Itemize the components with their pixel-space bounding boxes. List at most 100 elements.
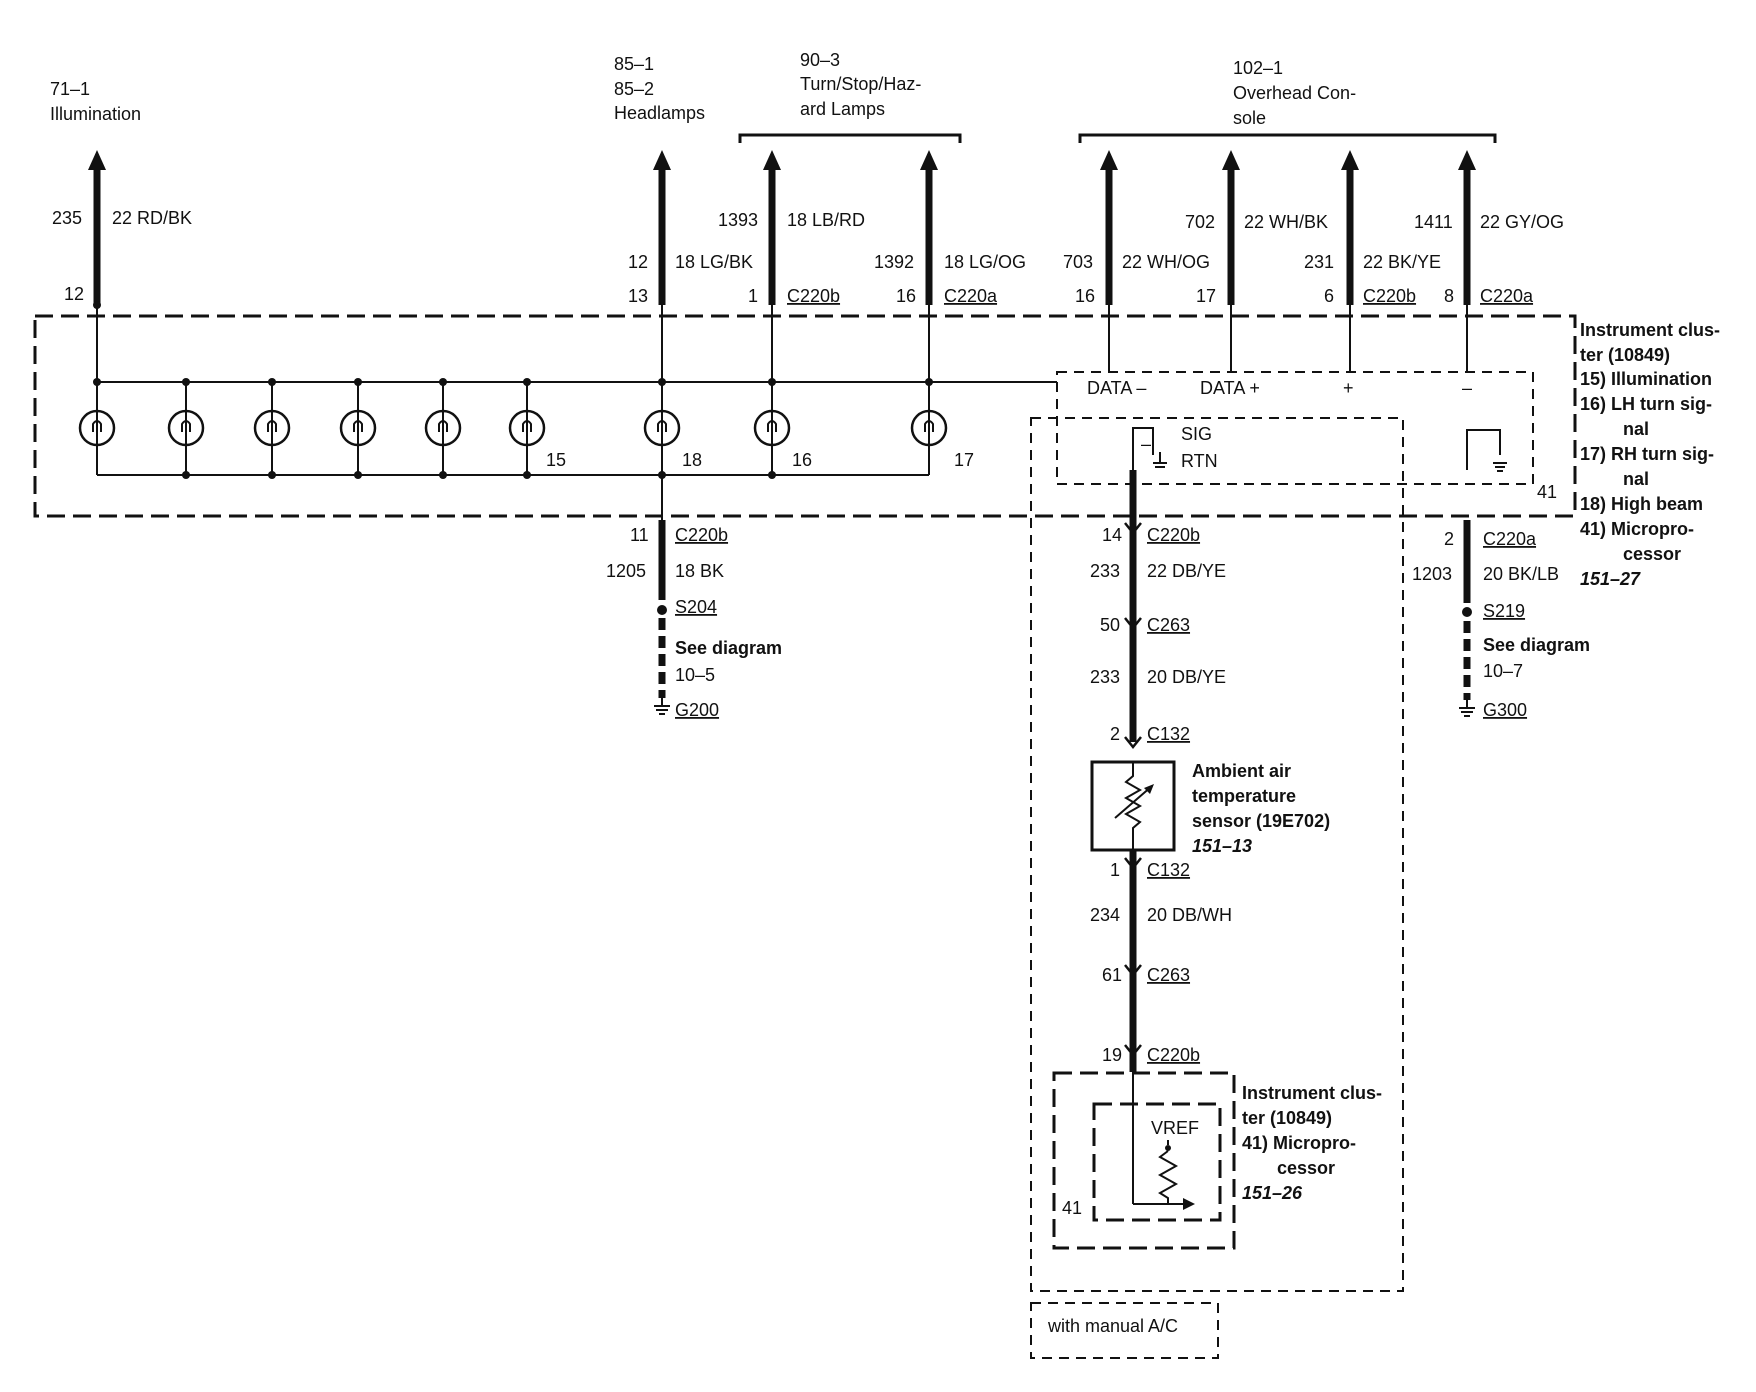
svg-text:12: 12 [628,252,648,272]
svg-text:ard Lamps: ard Lamps [800,99,885,119]
svg-text:See diagram: See diagram [675,638,782,658]
svg-text:1205: 1205 [606,561,646,581]
svg-text:DATA –: DATA – [1087,378,1146,398]
svg-text:C220a: C220a [944,286,998,306]
svg-text:C220a: C220a [1480,286,1534,306]
svg-text:22 GY/OG: 22 GY/OG [1480,212,1564,232]
svg-text:1392: 1392 [874,252,914,272]
wire-235: 235 22 RD/BK 12 [52,150,192,305]
wire-12: 12 18 LG/BK 13 [628,150,753,306]
svg-text:1393: 1393 [718,210,758,230]
svg-text:6: 6 [1324,286,1334,306]
svg-text:C263: C263 [1147,965,1190,985]
svg-text:ter (10849): ter (10849) [1242,1108,1332,1128]
svg-text:13: 13 [628,286,648,306]
wire-1392: 1392 18 LG/OG 16 C220a [874,150,1026,306]
wire-1393: 1393 18 LB/RD 1 C220b [718,150,865,306]
svg-text:14: 14 [1102,525,1122,545]
svg-text:22 WH/BK: 22 WH/BK [1244,212,1328,232]
lamp-bulb [910,378,948,447]
sensor-run: 14 C220b 233 22 DB/YE 50 C263 233 20 DB/… [1090,470,1330,1198]
svg-text:11: 11 [630,525,649,545]
svg-text:C263: C263 [1147,615,1190,635]
svg-text:nal: nal [1623,469,1649,489]
svg-text:Turn/Stop/Haz-: Turn/Stop/Haz- [800,74,921,94]
svg-text:233: 233 [1090,561,1120,581]
svg-text:85–1: 85–1 [614,54,654,74]
svg-text:Headlamps: Headlamps [614,103,705,123]
svg-text:61: 61 [1102,965,1122,985]
svg-text:with manual A/C: with manual A/C [1047,1316,1178,1336]
svg-text:sole: sole [1233,108,1266,128]
wire-702: 702 22 WH/BK 17 [1185,150,1328,306]
lamp-label: 18 [682,450,702,470]
lamp-label: 15 [546,450,566,470]
svg-text:S219: S219 [1483,601,1525,621]
svg-text:See diagram: See diagram [1483,635,1590,655]
wire-703: 703 22 WH/OG 16 [1063,150,1210,306]
lamp-bulb [78,382,116,475]
manual-ac-outline [1030,417,1404,1292]
svg-text:C220b: C220b [1147,525,1200,545]
svg-text:90–3: 90–3 [800,50,840,70]
svg-text:1203: 1203 [1412,564,1452,584]
svg-text:71–1: 71–1 [50,79,90,99]
svg-text:Overhead Con-: Overhead Con- [1233,83,1356,103]
svg-text:–: – [1141,434,1151,454]
svg-text:temperature: temperature [1192,786,1296,806]
svg-text:1: 1 [1110,860,1120,880]
svg-text:20 BK/LB: 20 BK/LB [1483,564,1559,584]
svg-text:17: 17 [1196,286,1216,306]
lamp-label: 16 [792,450,812,470]
svg-text:C220b: C220b [787,286,840,306]
svg-text:C132: C132 [1147,860,1190,880]
svg-text:22 DB/YE: 22 DB/YE [1147,561,1226,581]
svg-text:235: 235 [52,208,82,228]
svg-text:C220b: C220b [1147,1045,1200,1065]
svg-text:19: 19 [1102,1045,1122,1065]
svg-text:234: 234 [1090,905,1120,925]
svg-text:41) Micropro-: 41) Micropro- [1242,1133,1356,1153]
svg-text:–: – [1462,378,1472,398]
lamp-bulb [643,378,681,479]
svg-text:DATA +: DATA + [1200,378,1260,398]
lamp-bulb [339,378,377,479]
svg-text:C220a: C220a [1483,529,1537,549]
svg-text:20 DB/YE: 20 DB/YE [1147,667,1226,687]
lamp-bulb [424,378,462,479]
lamp-bulb [753,378,791,479]
svg-text:20 DB/WH: 20 DB/WH [1147,905,1232,925]
svg-text:18 LB/RD: 18 LB/RD [787,210,865,230]
svg-text:1411: 1411 [1414,212,1453,232]
dest-headlamps: 85–1 85–2 Headlamps [614,54,705,123]
svg-text:102–1: 102–1 [1233,58,1283,78]
svg-text:G300: G300 [1483,700,1527,720]
svg-text:2: 2 [1444,529,1454,549]
dest-overhead-console: 102–1 Overhead Con- sole [1078,58,1497,143]
svg-text:41: 41 [1062,1198,1082,1218]
svg-text:2: 2 [1110,724,1120,744]
svg-text:16: 16 [1075,286,1095,306]
svg-text:10–5: 10–5 [675,665,715,685]
dest-turn-lamps: 90–3 Turn/Stop/Haz- ard Lamps [738,50,962,143]
svg-text:18 LG/OG: 18 LG/OG [944,252,1026,272]
svg-text:cessor: cessor [1623,544,1681,564]
svg-text:nal: nal [1623,419,1649,439]
dest-illumination: 71–1 Illumination [50,79,141,124]
wire-231: 231 22 BK/YE 6 C220b [1304,150,1441,306]
svg-text:231: 231 [1304,252,1334,272]
svg-text:18) High beam: 18) High beam [1580,494,1703,514]
svg-text:sensor (19E702): sensor (19E702) [1192,811,1330,831]
svg-text:22 BK/YE: 22 BK/YE [1363,252,1441,272]
lamp-bulb [253,378,291,479]
svg-text:Ambient air: Ambient air [1192,761,1291,781]
cluster-outline [33,314,1577,518]
manual-ac-note: with manual A/C [1030,1302,1219,1359]
svg-text:1: 1 [748,286,758,306]
svg-text:18 LG/BK: 18 LG/BK [675,252,753,272]
svg-text:151–26: 151–26 [1242,1183,1303,1203]
svg-text:16: 16 [896,286,916,306]
svg-text:Instrument clus-: Instrument clus- [1242,1083,1382,1103]
lamp-bus [96,305,1468,540]
svg-text:cessor: cessor [1277,1158,1335,1178]
